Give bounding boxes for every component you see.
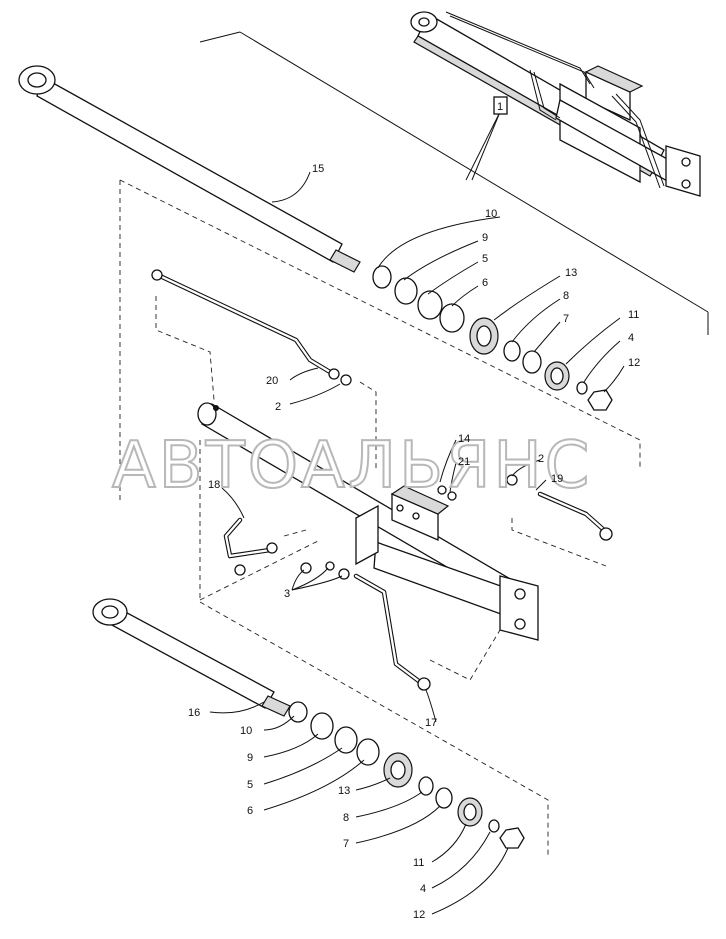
cylinder-tube [197, 402, 539, 641]
label-10-upper: 10 [485, 208, 497, 220]
label-15: 15 [312, 163, 324, 175]
leader-lines [209, 171, 625, 915]
label-20: 20 [266, 375, 278, 387]
label-17: 17 [425, 717, 437, 729]
label-7-lower: 7 [343, 838, 349, 850]
part-labels: 15 10 9 5 6 13 8 7 11 4 12 20 2 14 21 2 … [188, 163, 640, 921]
label-13-upper: 13 [565, 267, 577, 279]
label-5-upper: 5 [482, 253, 488, 265]
label-6-upper: 6 [482, 277, 488, 289]
label-2-left: 2 [275, 401, 281, 413]
label-2-right: 2 [538, 453, 544, 465]
label-6-lower: 6 [247, 805, 253, 817]
label-8-lower: 8 [343, 812, 349, 824]
reference-box-label: 1 [497, 101, 503, 113]
label-4-upper: 4 [628, 332, 634, 344]
reference-box [493, 96, 508, 115]
assembly-lines [119, 179, 641, 856]
label-21: 21 [458, 456, 470, 468]
piston-rod-lower [92, 598, 291, 717]
label-7-upper: 7 [563, 313, 569, 325]
label-3: 3 [284, 588, 290, 600]
label-8-upper: 8 [563, 290, 569, 302]
label-16: 16 [188, 707, 200, 719]
watermark: АВТОАЛЬЯНС [112, 429, 592, 503]
label-9-lower: 9 [247, 752, 253, 764]
label-18: 18 [208, 479, 220, 491]
label-9-upper: 9 [482, 232, 488, 244]
pipes [151, 269, 613, 691]
piston-rod-upper [18, 65, 361, 273]
label-12-lower: 12 [413, 909, 425, 921]
label-4-lower: 4 [420, 883, 426, 895]
label-11-upper: 11 [628, 309, 639, 321]
label-10-lower: 10 [240, 725, 252, 737]
label-11-lower: 11 [413, 857, 424, 869]
lower-seals [288, 701, 525, 849]
assembled-cylinder-illustration [410, 11, 701, 197]
label-13-lower: 13 [338, 785, 350, 797]
upper-seals [372, 265, 613, 411]
label-12-upper: 12 [628, 357, 640, 369]
label-14: 14 [458, 433, 470, 445]
label-5-lower: 5 [247, 779, 253, 791]
label-19: 19 [551, 473, 563, 485]
